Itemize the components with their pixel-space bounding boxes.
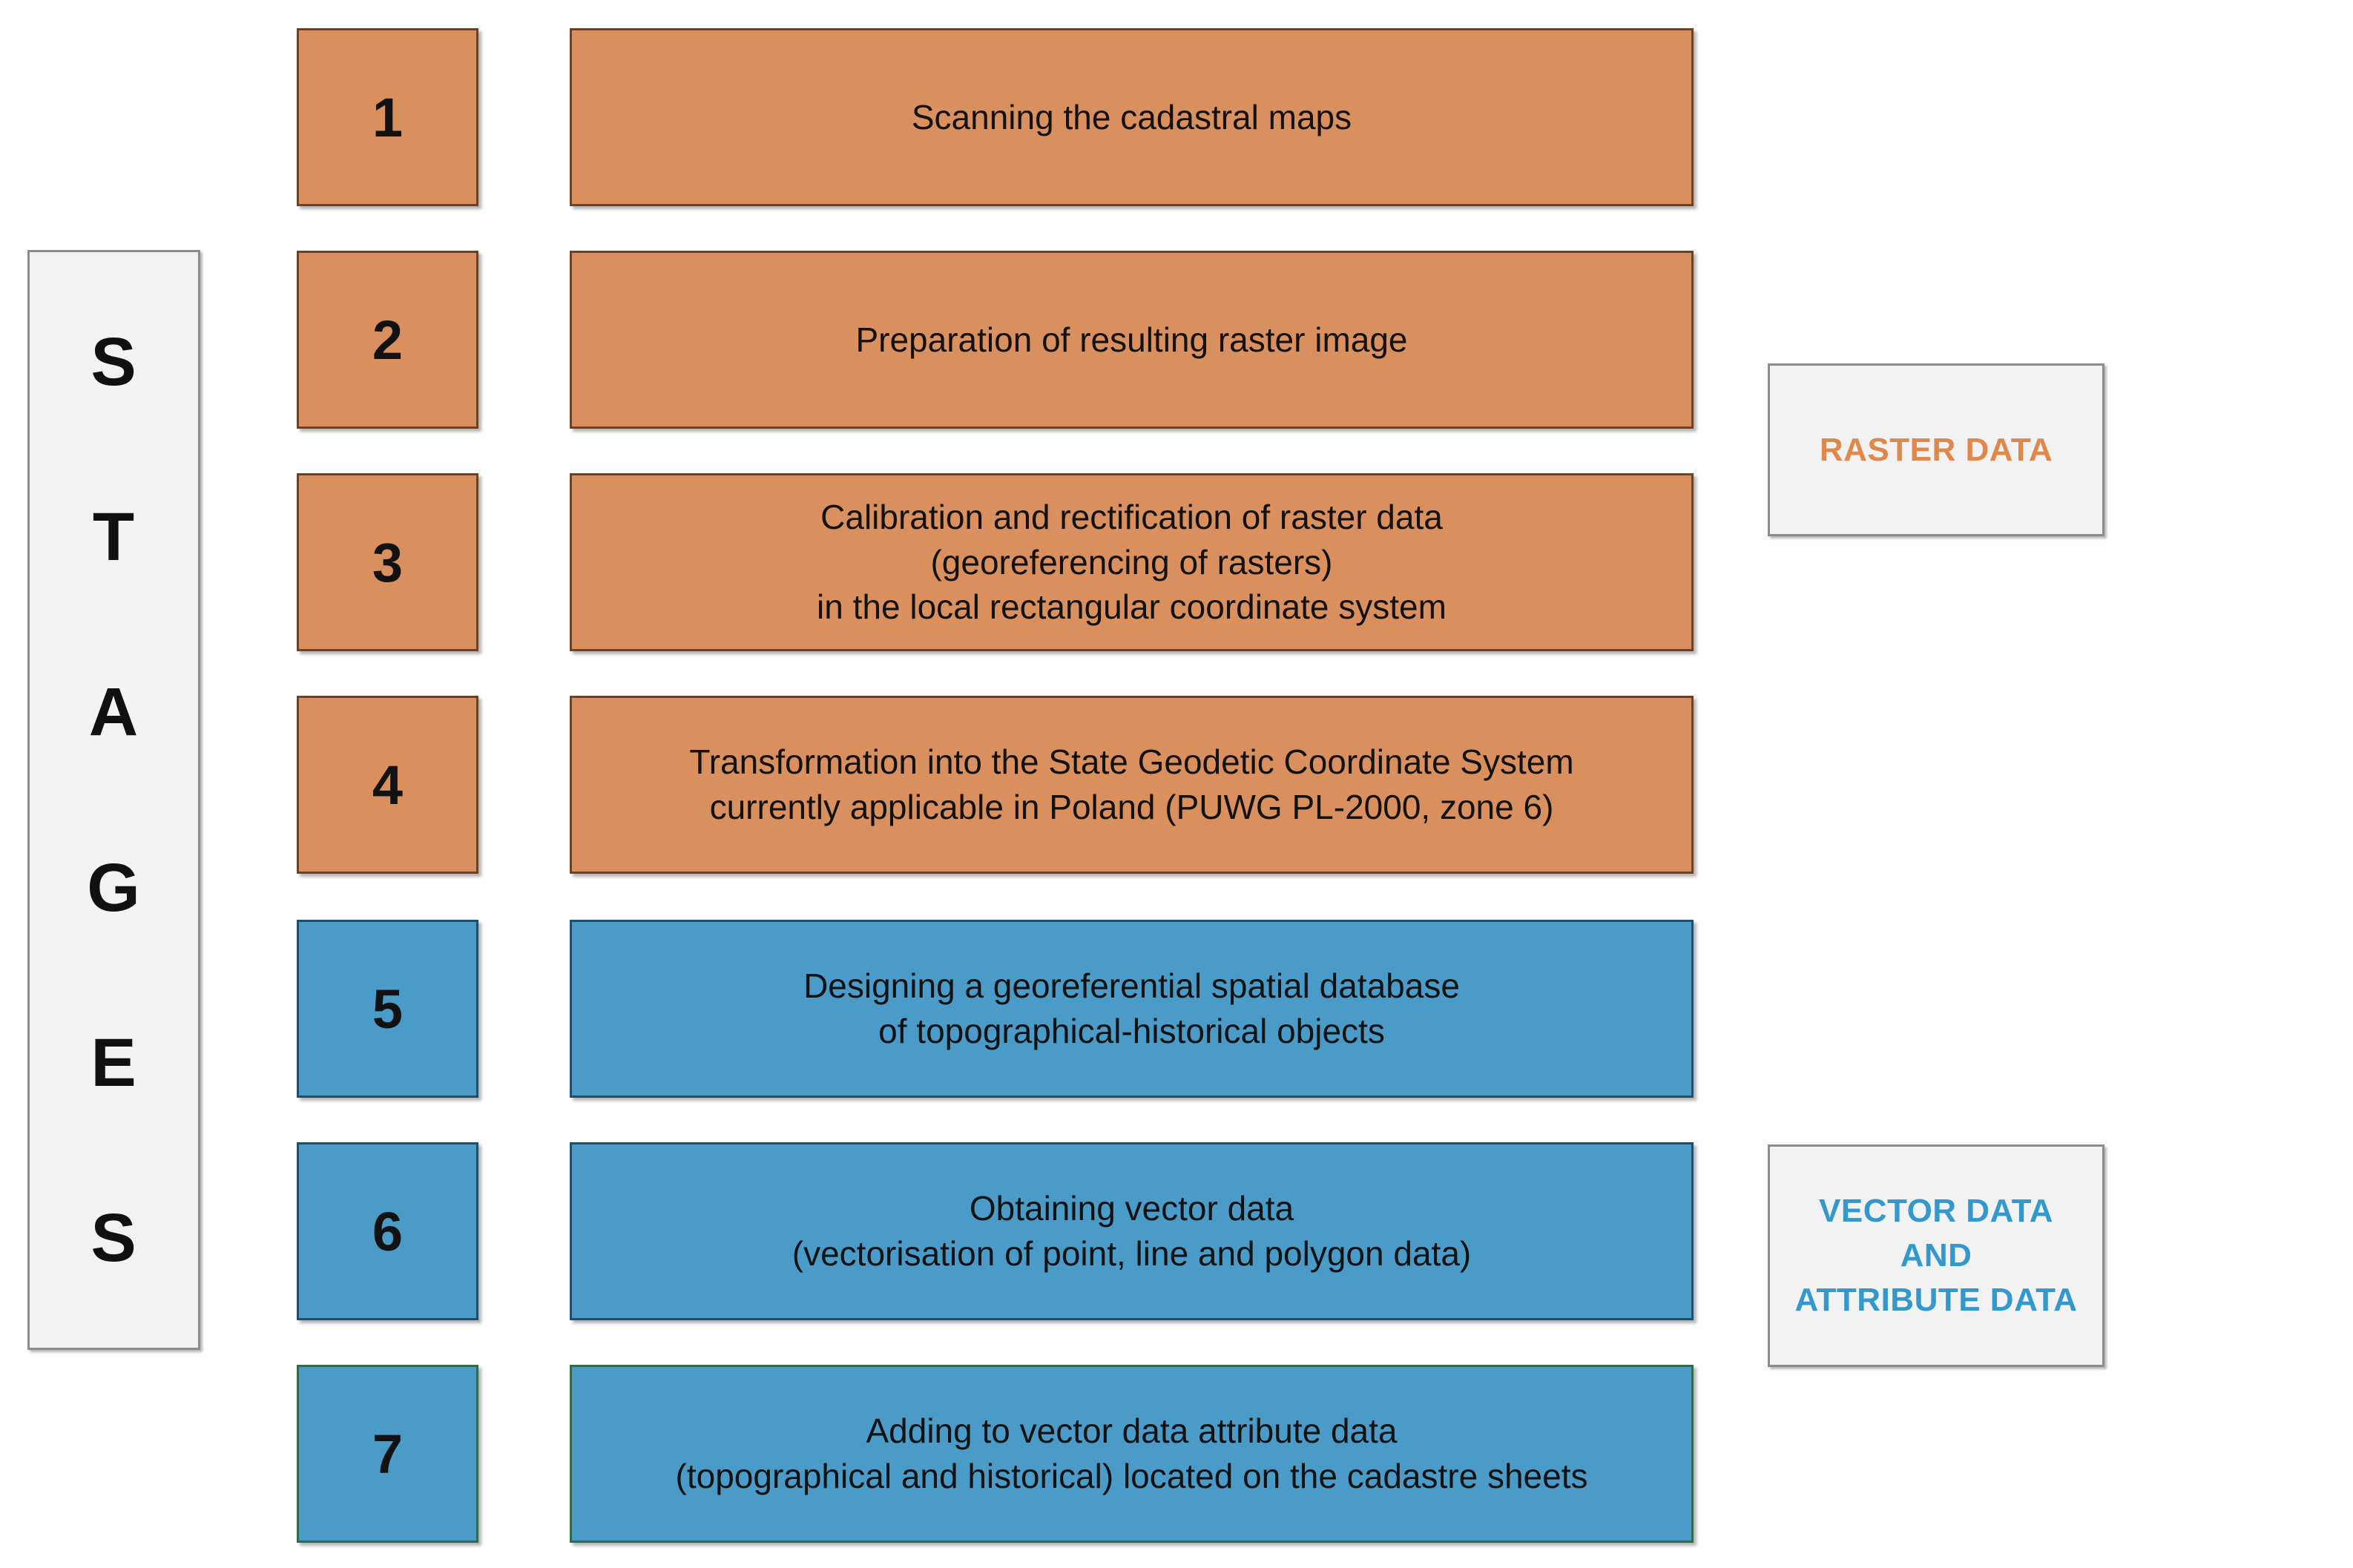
stages-letter-1: S bbox=[90, 324, 137, 401]
stages-letter-4: G bbox=[87, 849, 141, 926]
stage-text-4[interactable]: Transformation into the State Geodetic C… bbox=[570, 696, 1694, 874]
stage-text-2[interactable]: Preparation of resulting raster image bbox=[570, 251, 1694, 429]
stages-label-panel: S T A G E S bbox=[27, 250, 200, 1350]
stage-text-6[interactable]: Obtaining vector data(vectorisation of p… bbox=[570, 1142, 1694, 1320]
stages-letter-2: T bbox=[92, 499, 136, 576]
stage-number-6[interactable]: 6 bbox=[297, 1142, 478, 1320]
stage-number-1[interactable]: 1 bbox=[297, 28, 478, 206]
stage-number-2[interactable]: 2 bbox=[297, 251, 478, 429]
stage-text-7[interactable]: Adding to vector data attribute data(top… bbox=[570, 1365, 1694, 1543]
legend-raster-data: RASTER DATA bbox=[1768, 363, 2104, 536]
stage-number-7[interactable]: 7 bbox=[297, 1365, 478, 1543]
stage-number-5[interactable]: 5 bbox=[297, 920, 478, 1098]
stages-letter-5: E bbox=[90, 1024, 137, 1101]
stage-text-3[interactable]: Calibration and rectification of raster … bbox=[570, 473, 1694, 651]
stage-number-3[interactable]: 3 bbox=[297, 473, 478, 651]
stage-text-5[interactable]: Designing a georeferential spatial datab… bbox=[570, 920, 1694, 1098]
stage-text-1[interactable]: Scanning the cadastral maps bbox=[570, 28, 1694, 206]
stages-letter-6: S bbox=[90, 1199, 137, 1276]
stage-number-4[interactable]: 4 bbox=[297, 696, 478, 874]
stages-letter-3: A bbox=[88, 674, 139, 751]
